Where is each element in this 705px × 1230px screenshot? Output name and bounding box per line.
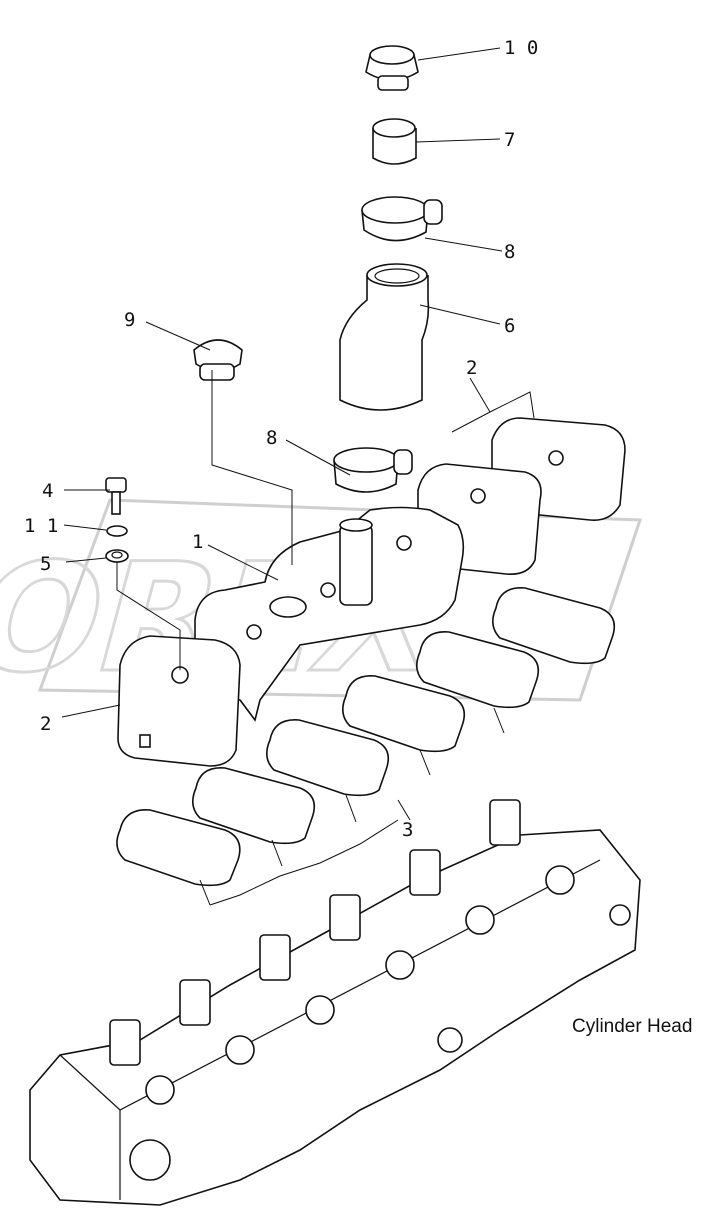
- callout-6: 6: [504, 315, 515, 337]
- cylinder-head-caption: Cylinder Head: [572, 1016, 692, 1037]
- hose-clamp-upper-part: [361, 196, 443, 242]
- callout-8-lower: 8: [266, 427, 277, 449]
- sleeve-part: [372, 118, 417, 165]
- callout-2-upper: 2: [466, 357, 477, 379]
- cover-cap-left-part: [117, 635, 241, 767]
- callout-9: 9: [124, 309, 135, 331]
- oil-filler-cap-part: [365, 45, 419, 91]
- bolt-part: [105, 477, 127, 515]
- callout-4: 4: [42, 480, 53, 502]
- callout-5: 5: [40, 553, 51, 575]
- hose-clamp-lower-part: [333, 447, 413, 493]
- breather-hose-part: [339, 263, 430, 411]
- callout-labels: 1 0 7 8 6 9 2 8 4 1 1 1 5 2 3 Cylinder H…: [24, 37, 692, 1037]
- callout-11: 1 1: [24, 515, 58, 537]
- washer-11-part: [106, 525, 128, 537]
- rocker-cover-part: [194, 506, 465, 722]
- callout-8-upper: 8: [504, 241, 515, 263]
- callout-7: 7: [504, 129, 515, 151]
- callout-10: 1 0: [504, 37, 538, 59]
- callout-1: 1: [192, 531, 203, 553]
- callout-2-lower: 2: [40, 713, 51, 735]
- cylinder-head-part: [29, 799, 641, 1206]
- callout-3: 3: [402, 819, 413, 841]
- washer-5-part: [105, 549, 129, 563]
- leader-lines: [61, 47, 535, 906]
- gasket-set-part: [116, 587, 616, 887]
